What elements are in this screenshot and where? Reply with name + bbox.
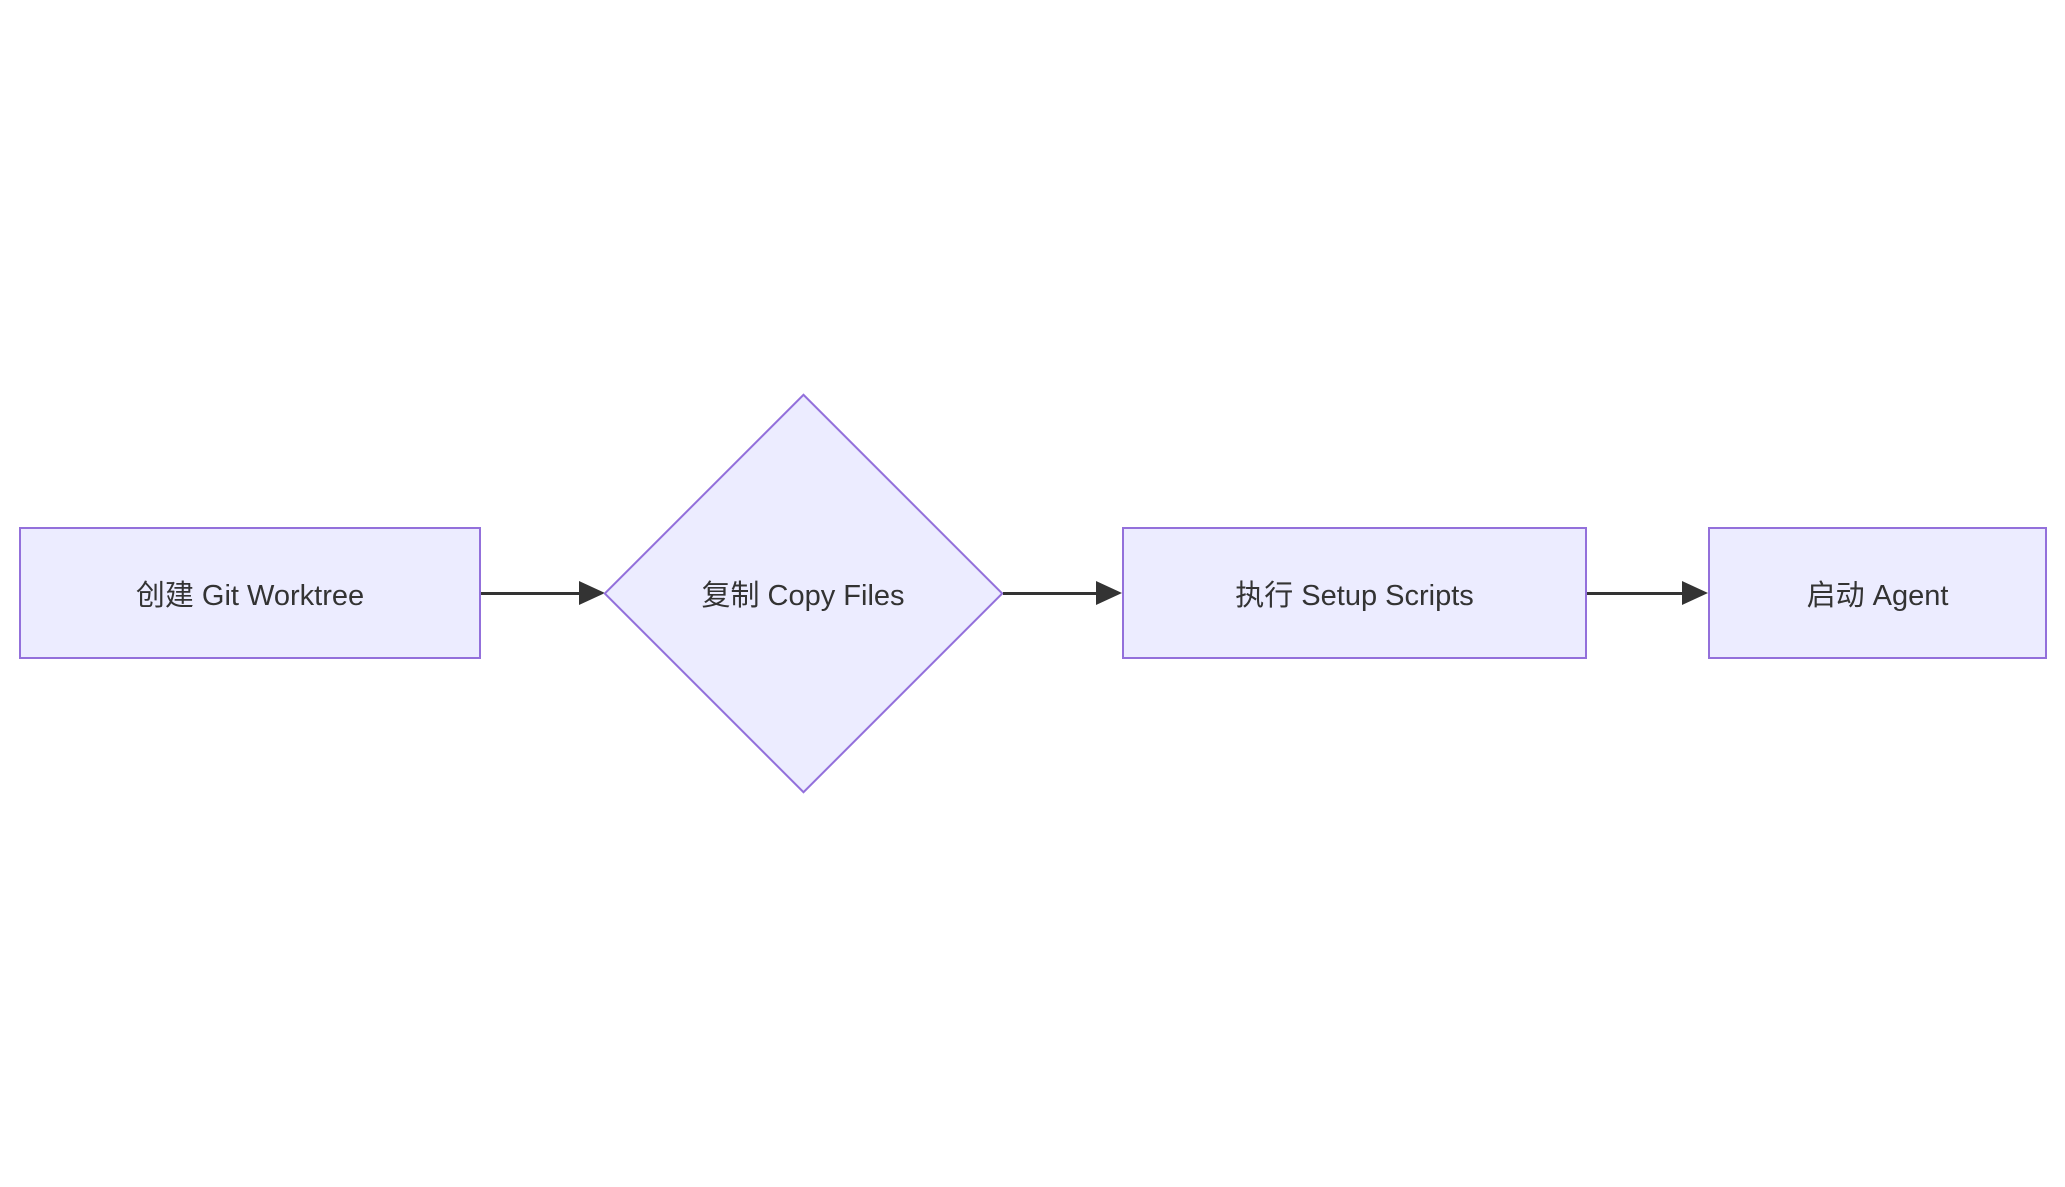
arrowhead-icon [1682, 581, 1708, 605]
edge-copyfiles-to-setup [1003, 591, 1098, 595]
node-label: 复制 Copy Files [701, 580, 905, 612]
arrowhead-icon [1096, 581, 1122, 605]
node-setup-scripts: 执行 Setup Scripts [1122, 527, 1587, 659]
node-label: 创建 Git Worktree [135, 580, 365, 612]
edge-worktree-to-copyfiles [481, 591, 581, 595]
edge-setup-to-agent [1587, 591, 1684, 595]
arrowhead-icon [579, 581, 605, 605]
node-start-agent: 启动 Agent [1708, 527, 2047, 659]
node-create-git-worktree: 创建 Git Worktree [19, 527, 481, 659]
node-label: 执行 Setup Scripts [1235, 580, 1474, 612]
node-label: 启动 Agent [1806, 580, 1949, 612]
